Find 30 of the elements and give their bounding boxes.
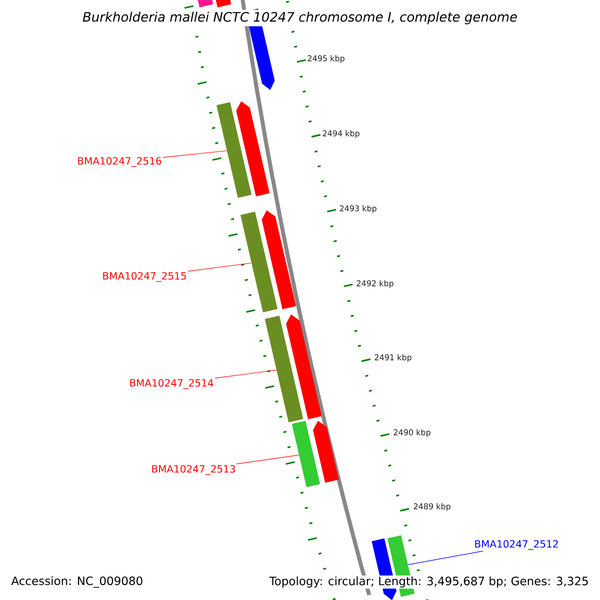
tick-label: 2495 kbp xyxy=(308,55,344,63)
gene-box xyxy=(292,420,320,488)
gene-label: BMA10247_2516 xyxy=(78,157,162,167)
tick-label: 2493 kbp xyxy=(340,205,376,213)
leader-line xyxy=(188,262,252,272)
gene-box xyxy=(216,102,252,198)
title: Burkholderia mallei NCTC 10247 chromosome I, complete genome xyxy=(80,10,520,26)
tick-label: 2492 kbp xyxy=(356,280,394,288)
info-text: Accession: NC_009080 xyxy=(10,575,144,589)
gene-box xyxy=(264,316,304,422)
gene-label: BMA10247_2512 xyxy=(475,540,558,550)
leader-line xyxy=(214,370,277,378)
leader-line xyxy=(162,150,228,158)
gene-feature xyxy=(196,0,214,8)
tick-label: 2489 kbp xyxy=(414,503,450,511)
gene-label: BMA10247_2515 xyxy=(103,272,186,282)
gene-label: BMA10247_2513 xyxy=(152,465,235,475)
leader-line xyxy=(408,550,484,566)
gene-feature xyxy=(236,101,270,196)
gene-feature xyxy=(262,210,296,310)
tick-label: 2494 kbp xyxy=(322,130,360,138)
gene-feature xyxy=(286,314,322,420)
gene-label: BMA10247_2514 xyxy=(130,379,214,389)
info-text: Topology: circular; Length: 3,495,687 bp; Genes: 3,325 xyxy=(268,575,590,589)
gene-box xyxy=(240,212,278,312)
tick-label: 2491 kbp xyxy=(374,354,412,362)
gene-feature xyxy=(214,0,232,8)
gene-feature xyxy=(313,420,339,483)
tick-label: 2490 kbp xyxy=(394,429,430,437)
leader-line xyxy=(236,454,300,464)
